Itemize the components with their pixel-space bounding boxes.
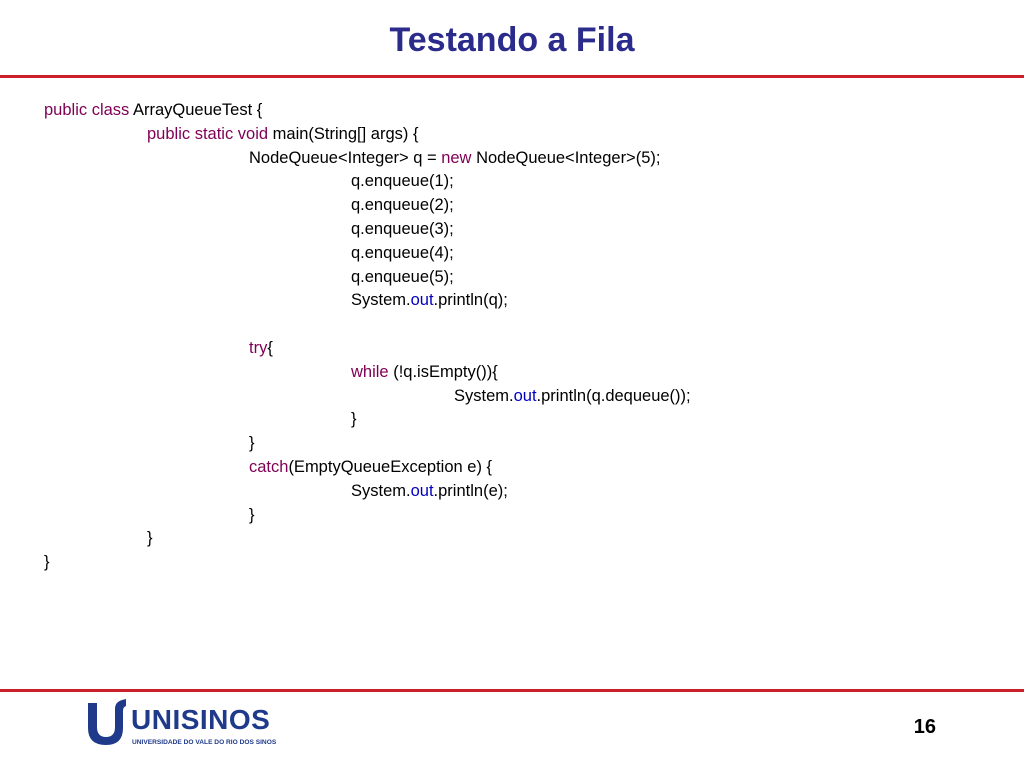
code-token-keyword: public static void [147,124,273,143]
slide-title: Testando a Fila [389,21,635,59]
code-line: public static void main(String[] args) { [44,123,984,147]
code-token-text: q.enqueue(5); [351,267,454,286]
code-token-text: (!q.isEmpty()){ [388,362,498,381]
code-line: } [44,527,984,551]
code-listing: public class ArrayQueueTest {public stat… [44,99,984,575]
code-token-text: } [44,553,50,572]
unisinos-logo: UNISINOS UNIVERSIDADE DO VALE DO RIO DOS… [84,697,284,755]
code-line: } [44,432,984,456]
code-token-text: } [351,410,357,429]
title-divider [0,75,1024,78]
code-token-text: NodeQueue<Integer> q = [249,148,442,167]
code-line: try{ [44,337,984,361]
code-line: catch(EmptyQueueException e) { [44,456,984,480]
code-line: System.out.println(e); [44,480,984,504]
code-token-text: { [267,338,273,357]
code-token-text: NodeQueue<Integer>(5); [471,148,661,167]
code-token-text: System. [351,291,411,310]
code-token-text: (EmptyQueueException e) { [288,457,493,476]
page-number: 16 [913,716,936,738]
code-token-field: out [513,386,537,405]
unisinos-u-mark-icon [88,699,126,745]
code-line: } [44,504,984,528]
code-line: q.enqueue(4); [44,242,984,266]
code-blank-line [44,313,984,337]
code-line: System.out.println(q); [44,289,984,313]
code-line: q.enqueue(2); [44,194,984,218]
code-line: } [44,408,984,432]
code-token-text: q.enqueue(1); [351,172,454,191]
code-token-text: .println(q.dequeue()); [536,386,691,405]
code-token-text: ArrayQueueTest { [132,101,263,119]
code-token-text: } [249,505,255,524]
code-line: q.enqueue(5); [44,266,984,290]
code-token-text: .println(q); [433,291,508,310]
code-line: System.out.println(q.dequeue()); [44,385,984,409]
code-token-text: main(String[] args) { [272,124,419,143]
code-token-text: } [249,434,255,453]
code-token-keyword: new [441,148,472,167]
code-token-field: out [410,481,434,500]
code-token-field: out [410,291,434,310]
logo-wordmark: UNISINOS [131,704,271,735]
code-token-keyword: catch [249,457,289,476]
code-token-text: } [147,529,153,548]
code-line: } [44,551,984,575]
code-token-text: q.enqueue(4); [351,243,454,262]
code-token-text: System. [454,386,514,405]
logo-tagline: UNIVERSIDADE DO VALE DO RIO DOS SINOS [132,739,277,746]
code-line: public class ArrayQueueTest { [44,99,984,123]
code-line: while (!q.isEmpty()){ [44,361,984,385]
code-token-text: q.enqueue(3); [351,219,454,238]
code-line: q.enqueue(3); [44,218,984,242]
code-token-text: System. [351,481,411,500]
code-token-text: q.enqueue(2); [351,196,454,215]
footer-divider [0,689,1024,692]
code-token-keyword: while [351,362,389,381]
code-line: q.enqueue(1); [44,170,984,194]
code-token-text: .println(e); [433,481,508,500]
code-line: NodeQueue<Integer> q = new NodeQueue<Int… [44,147,984,171]
code-token-keyword: public class [44,101,133,119]
code-token-keyword: try [249,338,268,357]
